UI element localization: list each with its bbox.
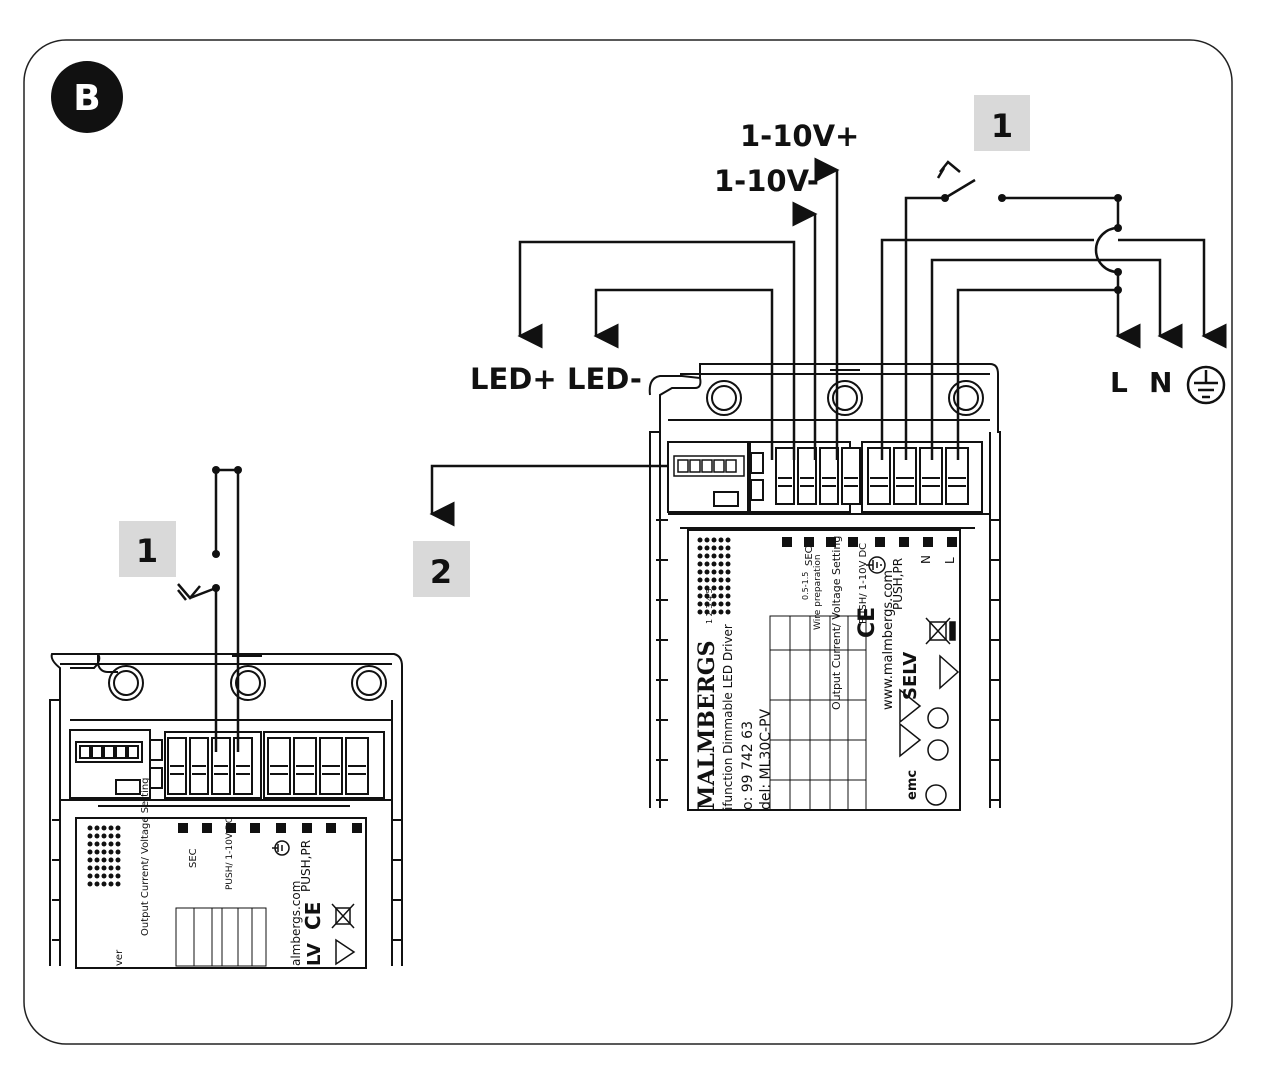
- dip-switch: [673, 455, 745, 477]
- website-text: www.malmbergs.com: [881, 570, 896, 710]
- ce-mark-icon: CE: [855, 607, 880, 638]
- left-output-setting: Output Current/ Voltage Setting: [140, 777, 151, 936]
- left-lv-mark: LV: [304, 943, 325, 966]
- selv-mark: SELV: [900, 652, 921, 700]
- dip-number-row: 1 2 3 4 5: [705, 588, 714, 624]
- ground-icon: [866, 556, 886, 574]
- emc-mark: emc: [905, 770, 920, 800]
- svg-text:2: 2: [430, 553, 452, 591]
- left-website: almbergs.com: [289, 881, 303, 966]
- ground-icon: [1186, 365, 1226, 405]
- left-pushpr-label: PUSH,PR: [299, 840, 313, 892]
- terminal-sec-label: SEC: [804, 546, 815, 566]
- driver-left: [49, 653, 403, 969]
- terminal-l-label: L: [943, 557, 957, 564]
- terminal-pushpr-label: PUSH,PR: [891, 558, 905, 610]
- article-number: o: 99 742 63: [740, 721, 756, 810]
- callout-dip-switch: 2: [413, 541, 470, 597]
- svg-text:1: 1: [136, 532, 158, 570]
- left-wiring: [189, 468, 240, 752]
- driver-left-terminals: [75, 737, 369, 795]
- led-minus-label: LED-: [567, 362, 642, 396]
- product-name: ifunction Dimmable LED Driver: [721, 624, 735, 810]
- brand-wordmark: MALMBERGS: [694, 640, 720, 810]
- led-plus-label: LED+: [470, 362, 557, 396]
- weee-bin-icon: [331, 903, 355, 929]
- switch-icon: [177, 583, 201, 601]
- model-number: del: ML30C-PV: [758, 708, 774, 810]
- left-driver-word: ver: [114, 949, 125, 966]
- driver-left-label: ver Output Current/ Voltage Setting almb…: [87, 777, 362, 967]
- wire-range-text: 0.5-1.5: [801, 572, 810, 600]
- driver-right-label: MALMBERGS ifunction Dimmable LED Driver …: [694, 536, 960, 811]
- dip-pointer: [429, 464, 668, 527]
- driver-right: [648, 363, 1001, 811]
- dim-plus-label: 1-10V+: [740, 119, 859, 153]
- callout-switch-right: 1: [974, 95, 1030, 151]
- live-label: L: [1110, 366, 1128, 399]
- panel-badge: B: [51, 61, 123, 133]
- weee-bin-icon: [925, 617, 956, 645]
- dim-minus-label: 1-10V-: [714, 164, 819, 198]
- right-wiring: [517, 157, 1227, 460]
- left-push-label: PUSH/ 1-10V DC: [225, 817, 235, 890]
- switch-icon: [936, 160, 976, 200]
- svg-text:B: B: [73, 78, 100, 119]
- svg-text:CE: CE: [301, 902, 325, 930]
- left-sec-label: SEC: [188, 848, 199, 868]
- ce-mark-icon: CE: [301, 902, 325, 930]
- driver-right-terminals: [713, 447, 969, 507]
- output-setting-text: Output Current/ Voltage Setting: [830, 536, 843, 710]
- svg-text:1: 1: [991, 107, 1013, 145]
- ground-icon: [272, 840, 290, 856]
- svg-text:CE: CE: [855, 607, 880, 638]
- neutral-label: N: [1149, 366, 1172, 399]
- wire-prep-text: Wire preparation: [813, 554, 823, 630]
- callout-switch-left: 1: [119, 521, 176, 577]
- panel-frame: [23, 39, 1233, 1045]
- terminal-n-label: N: [919, 555, 933, 564]
- terminal-push-label: PUSH/ 1-10V DC: [858, 543, 869, 624]
